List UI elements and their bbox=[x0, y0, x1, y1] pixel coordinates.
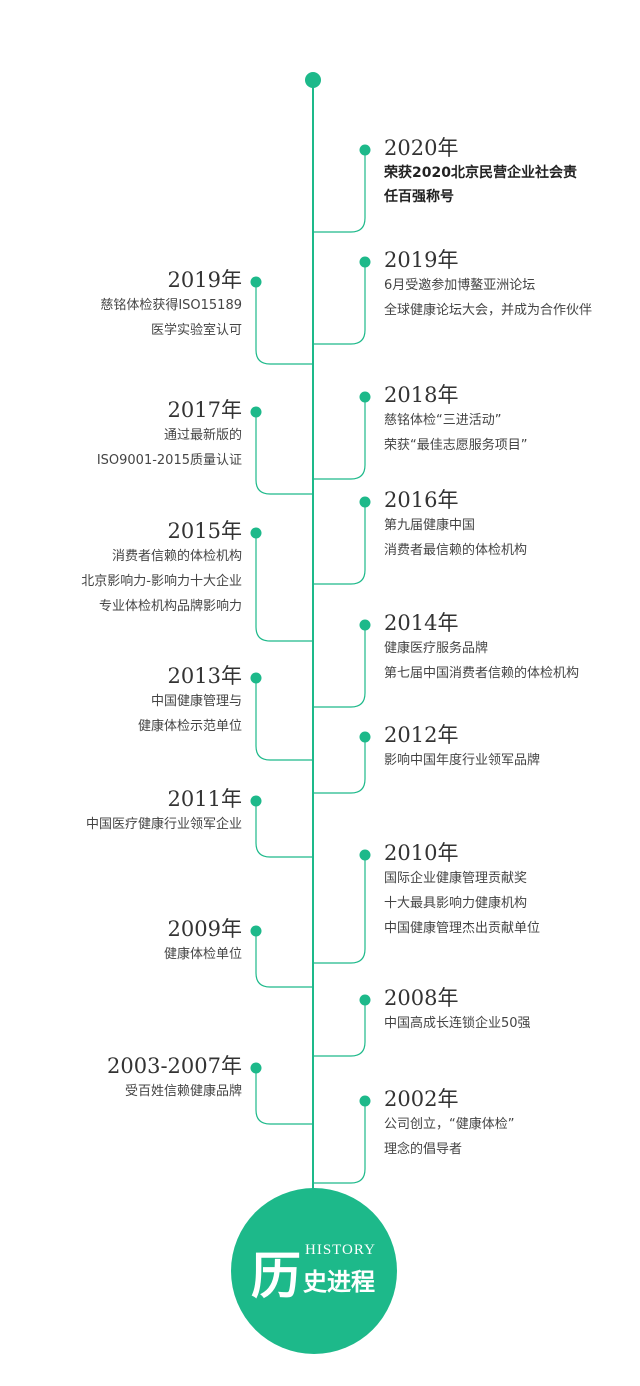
entry-line: 慈铭体检“三进活动” bbox=[384, 413, 502, 428]
timeline-connector bbox=[313, 1000, 366, 1057]
timeline-entry-2019-left: 2019年 慈铭体检获得ISO15189 医学实验室认可 bbox=[0, 267, 242, 343]
timeline-connector bbox=[255, 282, 313, 365]
timeline-dot bbox=[359, 619, 371, 631]
timeline-entry-2009: 2009年 健康体检单位 bbox=[0, 916, 242, 967]
timeline-entry-2013: 2013年 中国健康管理与 健康体检示范单位 bbox=[0, 663, 242, 739]
entry-year: 2015年 bbox=[167, 519, 242, 543]
timeline-dot bbox=[359, 1095, 371, 1107]
entry-line: 影响中国年度行业领军品牌 bbox=[384, 753, 541, 768]
timeline-dot bbox=[250, 527, 262, 539]
entry-line: 荣获2020北京民营企业社会责 bbox=[384, 165, 577, 181]
timeline-connector bbox=[255, 931, 313, 988]
entry-line: 受百姓信赖健康品牌 bbox=[124, 1084, 242, 1099]
timeline-entry-2010: 2010年 国际企业健康管理贡献奖 十大最具影响力健康机构 中国健康管理杰出贡献… bbox=[384, 840, 640, 941]
timeline-connector bbox=[313, 397, 366, 480]
entry-line: 通过最新版的 bbox=[163, 428, 242, 443]
entry-line: 健康体检单位 bbox=[163, 947, 242, 962]
entry-year: 2017年 bbox=[167, 398, 242, 422]
timeline-entry-2012: 2012年 影响中国年度行业领军品牌 bbox=[384, 722, 640, 773]
timeline-dot bbox=[250, 406, 262, 418]
entry-line: 第九届健康中国 bbox=[384, 518, 476, 533]
entry-year: 2012年 bbox=[384, 723, 459, 747]
entry-line: 专业体检机构品牌影响力 bbox=[98, 599, 242, 614]
entry-line: 中国医疗健康行业领军企业 bbox=[85, 817, 242, 832]
entry-line: 第七届中国消费者信赖的体检机构 bbox=[384, 666, 580, 681]
timeline-dot bbox=[250, 925, 262, 937]
timeline-dot bbox=[250, 672, 262, 684]
timeline-connector bbox=[313, 625, 366, 708]
entry-line: 医学实验室认可 bbox=[150, 323, 242, 338]
entry-line: 健康体检示范单位 bbox=[137, 719, 242, 734]
entry-line: 理念的倡导者 bbox=[384, 1142, 463, 1157]
entry-line: 北京影响力-影响力十大企业 bbox=[81, 574, 242, 589]
timeline-dot bbox=[250, 795, 262, 807]
timeline-entry-2020: 2020年 荣获2020北京民营企业社会责 任百强称号 bbox=[384, 135, 640, 209]
timeline-dot bbox=[359, 731, 371, 743]
timeline-connector bbox=[255, 533, 313, 642]
timeline-entry-2011: 2011年 中国医疗健康行业领军企业 bbox=[0, 786, 242, 837]
entry-line: 中国健康管理与 bbox=[150, 694, 242, 709]
timeline-connector bbox=[313, 502, 366, 585]
entry-line: 全球健康论坛大会，并成为合作伙伴 bbox=[384, 303, 593, 318]
entry-year: 2009年 bbox=[167, 917, 242, 941]
entry-line: 公司创立，“健康体检” bbox=[384, 1117, 515, 1132]
timeline-connector bbox=[313, 150, 366, 233]
timeline-entry-2015: 2015年 消费者信赖的体检机构 北京影响力-影响力十大企业 专业体检机构品牌影… bbox=[0, 518, 242, 619]
badge-big-char: 历 bbox=[251, 1246, 301, 1305]
timeline-dot bbox=[359, 849, 371, 861]
entry-line: 健康医疗服务品牌 bbox=[384, 641, 489, 656]
entry-year: 2019年 bbox=[167, 268, 242, 292]
entry-year: 2011年 bbox=[167, 787, 242, 811]
timeline-entry-2017: 2017年 通过最新版的 ISO9001-2015质量认证 bbox=[0, 397, 242, 473]
timeline-entry-2008: 2008年 中国高成长连锁企业50强 bbox=[384, 985, 640, 1036]
timeline-connector bbox=[255, 1068, 313, 1125]
entry-line: 十大最具影响力健康机构 bbox=[384, 896, 528, 911]
entry-year: 2016年 bbox=[384, 488, 459, 512]
entry-line: 国际企业健康管理贡献奖 bbox=[384, 871, 528, 886]
entry-year: 2008年 bbox=[384, 986, 459, 1010]
timeline-dot bbox=[250, 276, 262, 288]
timeline-connector bbox=[313, 1101, 366, 1184]
timeline-dot bbox=[359, 496, 371, 508]
timeline-connector bbox=[313, 855, 366, 964]
entry-line: 中国高成长连锁企业50强 bbox=[384, 1016, 531, 1031]
timeline-dot bbox=[359, 256, 371, 268]
entry-year: 2014年 bbox=[384, 611, 459, 635]
entry-line: 消费者最信赖的体检机构 bbox=[384, 543, 528, 558]
timeline-entry-2016: 2016年 第九届健康中国 消费者最信赖的体检机构 bbox=[384, 487, 640, 563]
timeline-connector bbox=[313, 737, 366, 794]
entry-line: 慈铭体检获得ISO15189 bbox=[100, 298, 242, 313]
timeline-top-dot bbox=[305, 72, 321, 88]
entry-year: 2002年 bbox=[384, 1087, 459, 1111]
entry-line: 消费者信赖的体检机构 bbox=[111, 549, 242, 564]
history-badge: 历 HISTORY 史进程 bbox=[231, 1188, 397, 1354]
entry-year: 2010年 bbox=[384, 841, 459, 865]
entry-line: ISO9001-2015质量认证 bbox=[96, 453, 242, 468]
timeline-connector bbox=[255, 801, 313, 858]
timeline-entry-2019-right: 2019年 6月受邀参加博鳌亚洲论坛 全球健康论坛大会，并成为合作伙伴 bbox=[384, 247, 640, 323]
timeline-connector bbox=[255, 678, 313, 761]
timeline-entry-2003-2007: 2003-2007年 受百姓信赖健康品牌 bbox=[0, 1053, 242, 1104]
timeline-connector bbox=[313, 262, 366, 345]
entry-line: 中国健康管理杰出贡献单位 bbox=[384, 921, 541, 936]
entry-line: 6月受邀参加博鳌亚洲论坛 bbox=[384, 278, 536, 293]
entry-line: 荣获“最佳志愿服务项目” bbox=[384, 438, 528, 453]
timeline-dot bbox=[359, 144, 371, 156]
entry-year: 2019年 bbox=[384, 248, 459, 272]
timeline-entry-2014: 2014年 健康医疗服务品牌 第七届中国消费者信赖的体检机构 bbox=[384, 610, 640, 686]
badge-chinese-label: 史进程 bbox=[303, 1268, 375, 1296]
entry-year: 2013年 bbox=[167, 664, 242, 688]
entry-year: 2020年 bbox=[384, 136, 459, 160]
timeline-dot bbox=[359, 391, 371, 403]
timeline-dot bbox=[359, 994, 371, 1006]
timeline-entry-2002: 2002年 公司创立，“健康体检” 理念的倡导者 bbox=[384, 1086, 640, 1162]
badge-english-label: HISTORY bbox=[305, 1242, 376, 1258]
entry-year: 2018年 bbox=[384, 383, 459, 407]
timeline-connector bbox=[255, 412, 313, 495]
entry-line: 任百强称号 bbox=[384, 189, 454, 205]
timeline-entry-2018: 2018年 慈铭体检“三进活动” 荣获“最佳志愿服务项目” bbox=[384, 382, 640, 458]
entry-year: 2003-2007年 bbox=[107, 1054, 242, 1078]
timeline-dot bbox=[250, 1062, 262, 1074]
